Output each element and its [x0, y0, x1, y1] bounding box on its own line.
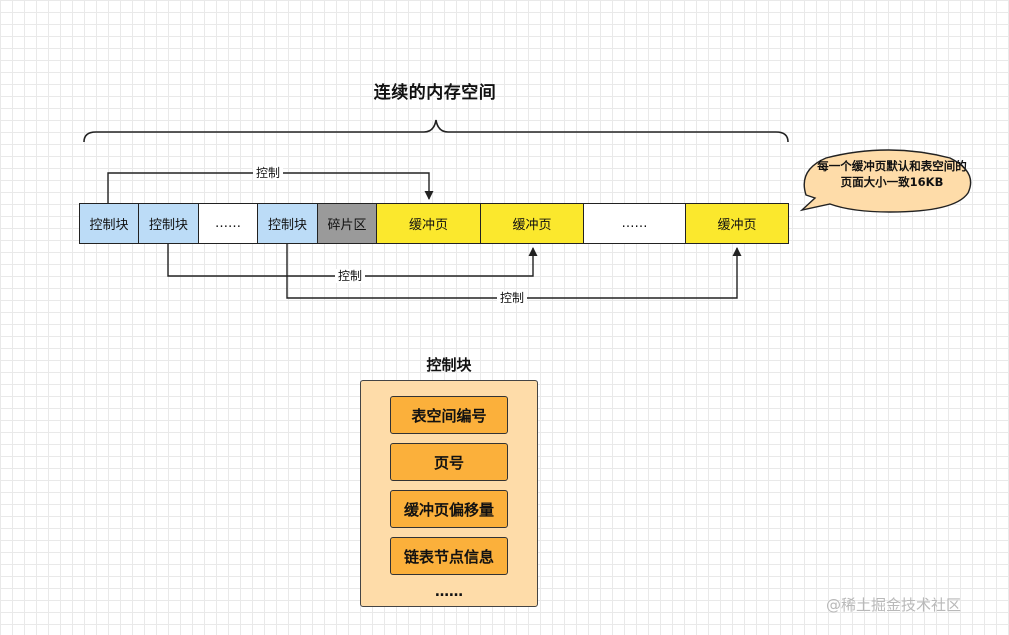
callout-text: 每一个缓冲页默认和表空间的页面大小一致16KB — [817, 159, 967, 189]
strip-cell-buffer-page: 缓冲页 — [376, 203, 481, 244]
control-block-field-buffer-offset: 缓冲页偏移量 — [390, 490, 508, 528]
strip-cell-fragment: 碎片区 — [317, 203, 377, 244]
control-block-title: 控制块 — [426, 356, 472, 374]
strip-cell-buffer-page: 缓冲页 — [685, 203, 789, 244]
curly-brace — [83, 119, 789, 143]
diagram-title: 连续的内存空间 — [373, 83, 497, 103]
strip-cell-control-block: 控制块 — [138, 203, 199, 244]
watermark: @稀土掘金技术社区 — [826, 596, 962, 614]
control-block-more: …… — [435, 584, 463, 600]
control-block-field-list-node-info: 链表节点信息 — [390, 537, 508, 575]
arrow-label-3: 控制 — [497, 291, 528, 305]
strip-cell-control-block: 控制块 — [79, 203, 139, 244]
strip-cell-ellipsis: …… — [583, 203, 686, 244]
strip-cell-control-block: 控制块 — [257, 203, 318, 244]
control-block-field-page-number: 页号 — [390, 443, 508, 481]
strip-cell-ellipsis: …… — [198, 203, 258, 244]
callout-bubble — [799, 149, 972, 213]
strip-cell-buffer-page: 缓冲页 — [480, 203, 584, 244]
arrow-label-2: 控制 — [335, 269, 366, 283]
control-block-field-tablespace-id: 表空间编号 — [390, 396, 508, 434]
arrow-label-1: 控制 — [253, 166, 284, 180]
